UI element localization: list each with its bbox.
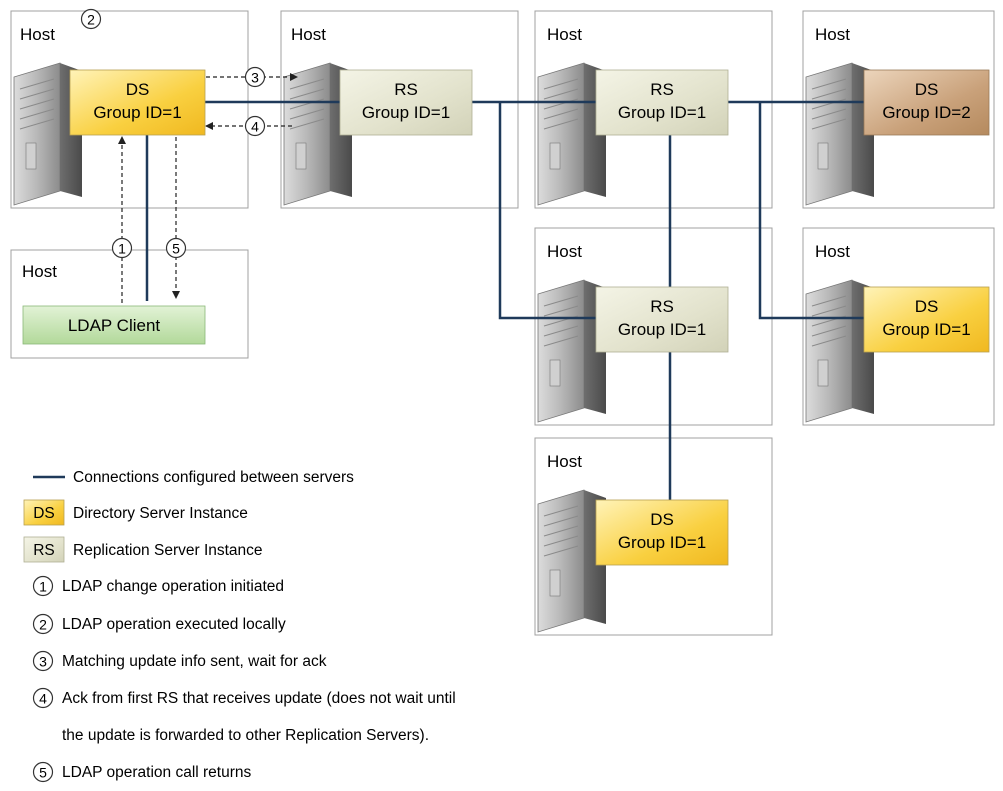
server-group-id: Group ID=1 (362, 103, 450, 122)
host-label: Host (547, 242, 582, 261)
server-kind: RS (650, 297, 674, 316)
server-rs-3: RS Group ID=1 (595, 286, 729, 353)
svg-text:1: 1 (118, 241, 126, 257)
legend-step-3: 3 Matching update info sent, wait for ac… (32, 650, 327, 672)
svg-text:3: 3 (251, 70, 259, 86)
server-kind: DS (915, 80, 939, 99)
svg-text:3: 3 (39, 654, 47, 670)
legend-rs-tag: RS (33, 542, 55, 559)
ldap-client-label: LDAP Client (68, 316, 161, 335)
connection-lines (145, 100, 864, 500)
legend-step-text-continued: the update is forwarded to other Replica… (62, 727, 429, 744)
server-group-id: Group ID=1 (93, 103, 181, 122)
server-group-id: Group ID=1 (618, 103, 706, 122)
legend-step-4: 4 Ack from first RS that receives update… (32, 687, 456, 744)
legend-connection-text: Connections configured between servers (73, 469, 354, 486)
legend-step-text: LDAP change operation initiated (62, 578, 284, 595)
server-ds-2: DS Group ID=2 (863, 69, 990, 136)
step-marker-4: 4 (244, 115, 266, 137)
server-rs-1: RS Group ID=1 (339, 69, 473, 136)
host-label: Host (815, 25, 850, 44)
server-group-id: Group ID=1 (618, 533, 706, 552)
server-kind: RS (650, 80, 674, 99)
legend-ds-text: Directory Server Instance (73, 505, 248, 522)
server-group-id: Group ID=1 (882, 320, 970, 339)
server-kind: DS (126, 80, 150, 99)
svg-text:1: 1 (39, 579, 47, 595)
legend-connection: Connections configured between servers (33, 469, 354, 486)
svg-text:4: 4 (39, 691, 47, 707)
host-label: Host (815, 242, 850, 261)
connection-rs2-ds3 (758, 102, 864, 320)
server-ds-4: DS Group ID=1 (595, 499, 729, 566)
ldap-client-box: LDAP Client (22, 305, 206, 345)
legend-step-5: 5 LDAP operation call returns (32, 761, 252, 783)
step-marker-1: 1 (111, 237, 133, 259)
host-label: Host (547, 452, 582, 471)
legend-ds: DS Directory Server Instance (23, 499, 248, 526)
server-kind: DS (915, 297, 939, 316)
legend-step-text: LDAP operation call returns (62, 764, 252, 781)
server-ds-3: DS Group ID=1 (863, 286, 990, 353)
server-group-id: Group ID=1 (618, 320, 706, 339)
legend-step-text: Matching update info sent, wait for ack (62, 653, 327, 670)
server-group-id: Group ID=2 (882, 103, 970, 122)
legend-step-1: 1 LDAP change operation initiated (32, 575, 284, 597)
host-label: Host (547, 25, 582, 44)
svg-text:5: 5 (172, 241, 180, 257)
server-tower-icon (537, 62, 606, 206)
server-tower-icon (805, 62, 874, 206)
legend-ds-tag: DS (33, 505, 55, 522)
server-tower-icon (537, 489, 606, 633)
legend-rs: RS Replication Server Instance (23, 536, 263, 563)
svg-text:2: 2 (39, 617, 47, 633)
legend-step-2: 2 LDAP operation executed locally (32, 613, 286, 635)
legend-step-text: LDAP operation executed locally (62, 616, 286, 633)
connection-rs1-rs3 (498, 102, 596, 320)
host-label: Host (291, 25, 326, 44)
svg-text:5: 5 (39, 765, 47, 781)
server-kind: RS (394, 80, 418, 99)
step-marker-5: 5 (165, 237, 187, 259)
host-label: Host (22, 262, 57, 281)
svg-text:2: 2 (87, 12, 95, 28)
host-label: Host (20, 25, 55, 44)
server-kind: DS (650, 510, 674, 529)
legend-step-text: Ack from first RS that receives update (… (62, 690, 456, 707)
legend-rs-text: Replication Server Instance (73, 542, 263, 559)
server-tower-icon (13, 62, 82, 206)
server-ds-1: DS Group ID=1 (69, 69, 206, 136)
step-marker-2: 2 (80, 8, 102, 30)
server-rs-2: RS Group ID=1 (595, 69, 729, 136)
svg-text:4: 4 (251, 119, 259, 135)
legend: Connections configured between servers D… (23, 469, 456, 783)
step-marker-3: 3 (244, 66, 266, 88)
